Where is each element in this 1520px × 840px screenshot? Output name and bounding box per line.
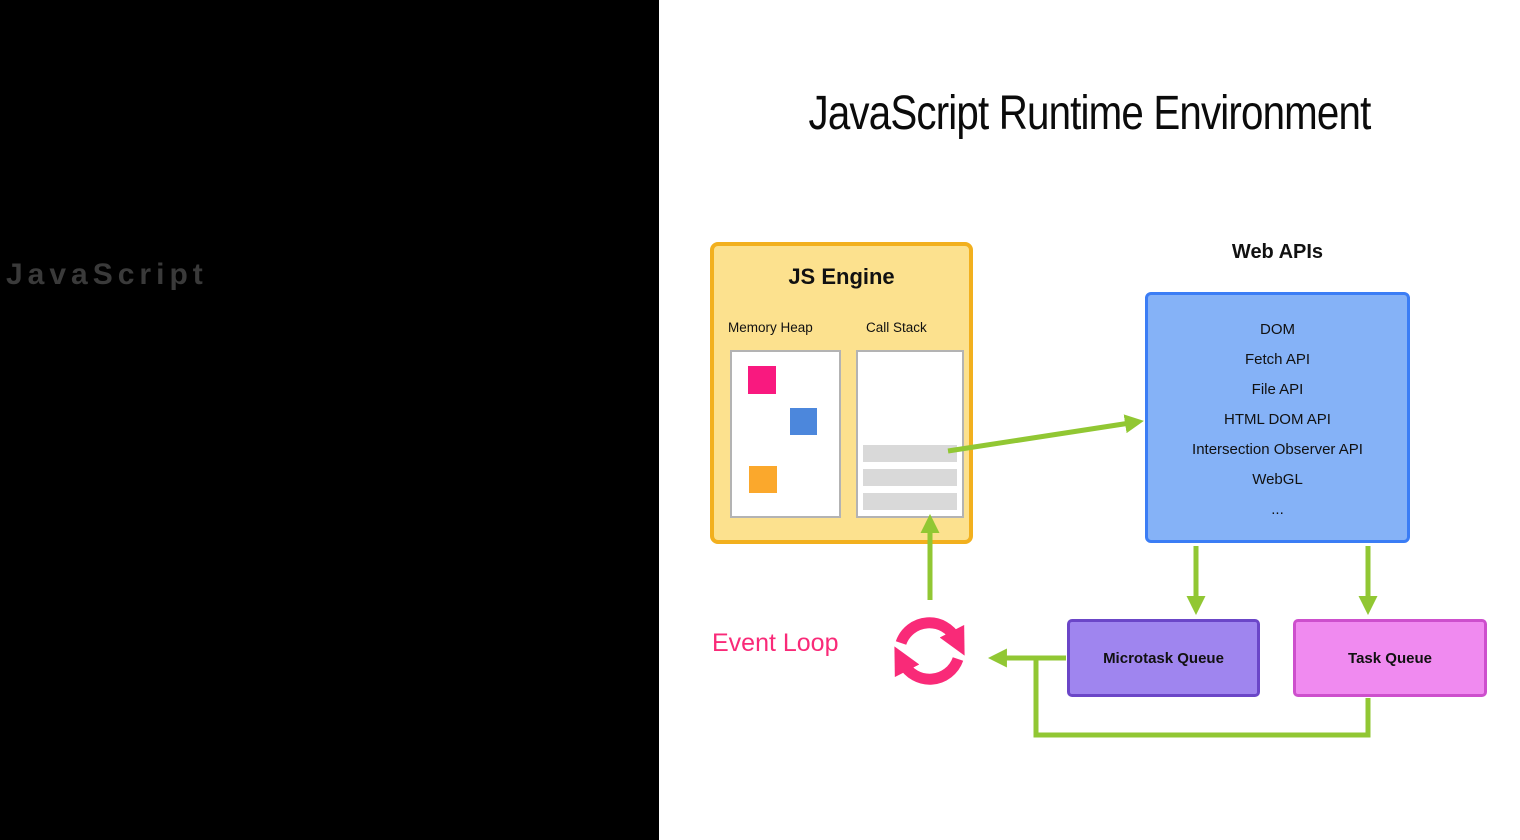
web-api-item: WebGL [1252, 471, 1303, 488]
microtask-queue-box: Microtask Queue [1067, 619, 1260, 697]
stack-frame [863, 469, 957, 486]
web-apis-box: DOM Fetch API File API HTML DOM API Intersec… [1145, 292, 1410, 543]
javascript-watermark-label: JavaScript [6, 258, 208, 291]
event-loop-cycle-icon [894, 617, 965, 685]
web-api-item: DOM [1260, 321, 1295, 338]
heap-object-orange [749, 466, 777, 493]
web-api-item: File API [1251, 381, 1304, 398]
heap-object-pink [748, 366, 776, 394]
web-api-item: ... [1271, 501, 1284, 518]
left-black-panel: JavaScript [0, 0, 659, 840]
web-apis-label: Web APIs [1231, 241, 1324, 263]
js-engine-title: JS Engine [788, 264, 895, 289]
runtime-diagram: JavaScript Runtime Environment JS Engine… [659, 0, 1520, 840]
page-title: JavaScript Runtime Environment [808, 87, 1372, 140]
microtask-queue-label: Microtask Queue [1103, 649, 1224, 667]
call-stack-panel [856, 350, 964, 518]
task-queue-label: Task Queue [1348, 649, 1432, 667]
js-engine-box: JS Engine Memory Heap Call Stack [710, 242, 973, 544]
memory-heap-label: Memory Heap [728, 320, 813, 335]
heap-object-blue [790, 408, 817, 435]
event-loop-label: Event Loop [712, 629, 839, 657]
call-stack-label: Call Stack [866, 320, 927, 335]
stack-frame [863, 493, 957, 510]
web-api-item: Intersection Observer API [1192, 441, 1363, 458]
memory-heap-panel [730, 350, 841, 518]
task-queue-box: Task Queue [1293, 619, 1487, 697]
web-api-item: HTML DOM API [1224, 411, 1331, 428]
web-api-item: Fetch API [1244, 351, 1311, 368]
stack-frame [863, 445, 957, 462]
